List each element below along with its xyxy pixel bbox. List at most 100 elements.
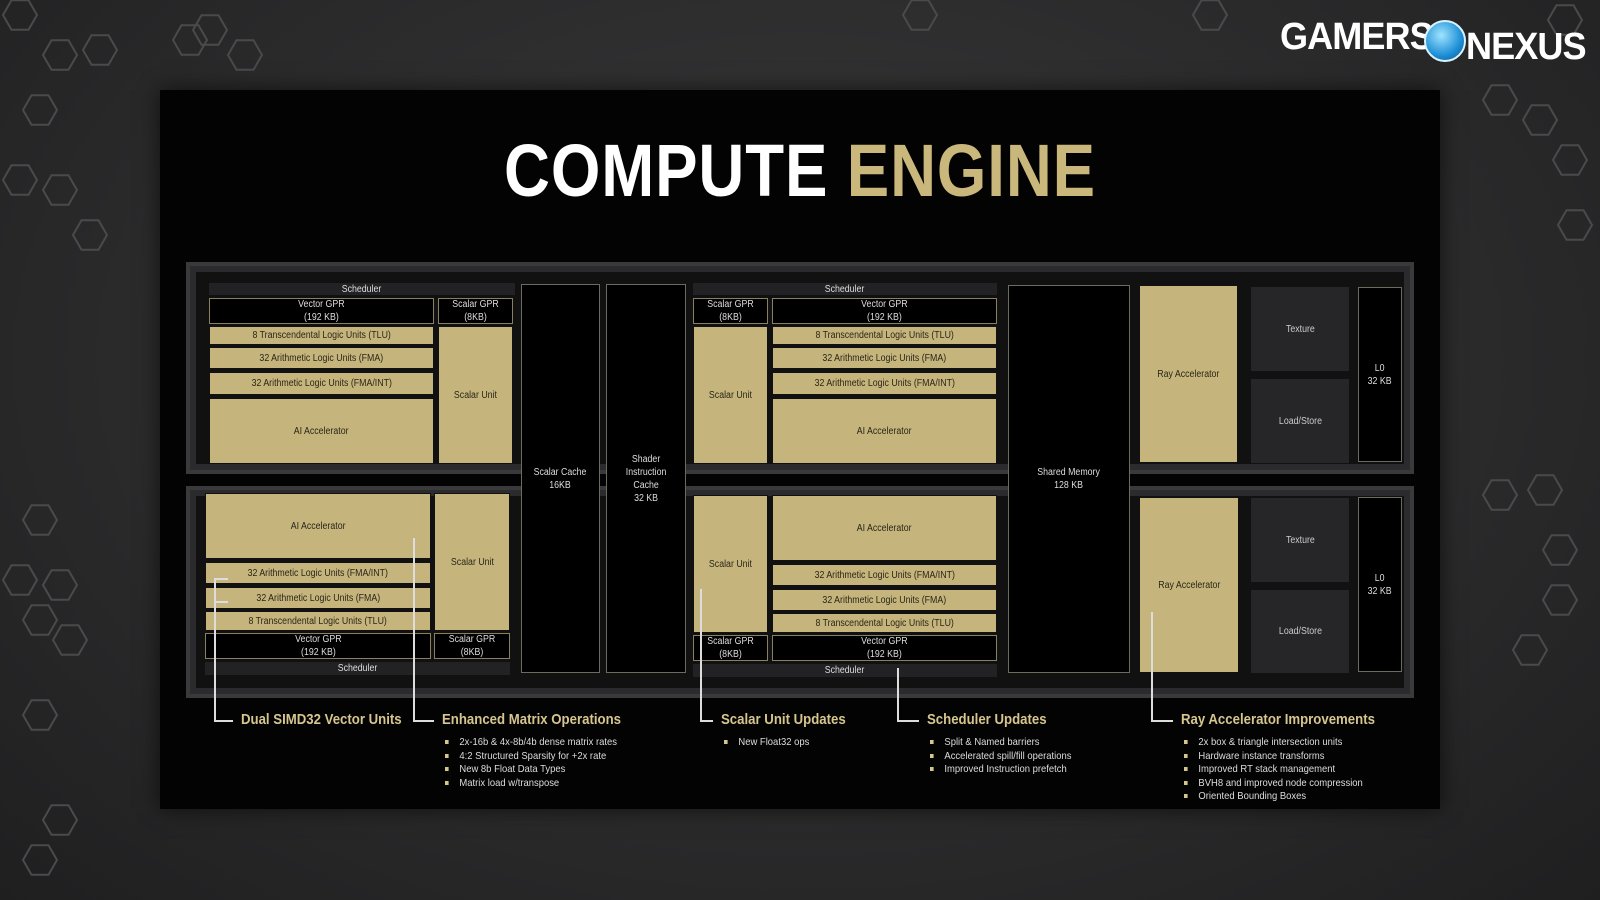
- callout-line: [214, 578, 216, 720]
- load-store-bottom: Load/Store: [1251, 590, 1349, 673]
- callout-tick: [214, 601, 228, 603]
- scalar-unit-top-right: Scalar Unit: [693, 326, 768, 464]
- shared-memory: Shared Memory 128 KB: [1008, 285, 1130, 673]
- scalar-gpr-top-right: Scalar GPR (8KB): [693, 298, 768, 324]
- tlu-bottom-right: 8 Transcendental Logic Units (TLU): [772, 613, 997, 633]
- gamers-nexus-logo: GAMERS NEXUS: [1280, 14, 1587, 70]
- hexagon-shape: [1, 0, 39, 31]
- block-label: Scalar GPR (8KB): [707, 299, 754, 323]
- hexagon-shape: [21, 844, 59, 876]
- block-label: 8 Transcendental Logic Units (TLU): [815, 330, 954, 341]
- fma-top-left: 32 Arithmetic Logic Units (FMA): [209, 347, 434, 369]
- callout-line: [1151, 720, 1173, 722]
- block-label: Texture: [1285, 534, 1315, 546]
- callout-bullets: New Float32 ops: [724, 736, 819, 750]
- vector-gpr-top-left: Vector GPR (192 KB): [209, 298, 434, 324]
- callout-line: [413, 538, 415, 720]
- fma-top-right: 32 Arithmetic Logic Units (FMA): [772, 347, 997, 369]
- block-label: Scalar GPR (8KB): [448, 634, 496, 658]
- block-label: L0 32 KB: [1368, 362, 1392, 387]
- hexagon-shape: [41, 39, 79, 71]
- bullet-item: BVH8 and improved node compression: [1184, 777, 1363, 791]
- fma-bottom-right: 32 Arithmetic Logic Units (FMA): [772, 589, 997, 611]
- vector-gpr-top-right: Vector GPR (192 KB): [772, 298, 997, 324]
- block-label: 32 Arithmetic Logic Units (FMA): [822, 594, 947, 606]
- hexagon-shape: [21, 604, 59, 636]
- hexagon-shape: [1511, 634, 1549, 666]
- block-label: Load/Store: [1278, 415, 1322, 427]
- block-label: Ray Accelerator: [1157, 579, 1221, 591]
- callout-heading: Ray Accelerator Improvements: [1181, 711, 1375, 728]
- block-label: Scheduler: [825, 283, 865, 295]
- logo-text-right: NEXUS: [1466, 26, 1587, 68]
- scalar-gpr-top-left: Scalar GPR (8KB): [438, 298, 513, 324]
- bullet-item: Split & Named barriers: [930, 736, 1072, 750]
- callout-line: [413, 720, 434, 722]
- hexagon-shape: [1541, 534, 1579, 566]
- callout-heading: Enhanced Matrix Operations: [442, 711, 621, 728]
- hexagon-shape: [21, 504, 59, 536]
- bullet-item: Hardware instance transforms: [1184, 750, 1363, 764]
- fma-bottom-left: 32 Arithmetic Logic Units (FMA): [205, 587, 431, 609]
- block-label: Ray Accelerator: [1157, 368, 1220, 380]
- scheduler-bottom-right: Scheduler: [693, 664, 997, 677]
- ai-accelerator-top-right: AI Accelerator: [772, 398, 997, 464]
- hexagon-shape: [226, 39, 264, 71]
- hexagon-shape: [1551, 144, 1589, 176]
- block-label: 8 Transcendental Logic Units (TLU): [248, 615, 388, 627]
- l0-cache-bottom: L0 32 KB: [1358, 497, 1402, 672]
- hexagon-shape: [81, 34, 119, 66]
- block-label: 32 Arithmetic Logic Units (FMA): [256, 592, 380, 604]
- block-label: 8 Transcendental Logic Units (TLU): [815, 617, 954, 629]
- load-store-top: Load/Store: [1251, 379, 1349, 463]
- hexagon-shape: [191, 14, 229, 46]
- scheduler-top-right: Scheduler: [693, 283, 997, 295]
- title-white: COMPUTE: [504, 129, 829, 212]
- hexagon-shape: [171, 24, 209, 56]
- title-gold: ENGINE: [846, 129, 1096, 212]
- scalar-unit-bottom-right: Scalar Unit: [693, 495, 768, 633]
- bullet-item: Improved Instruction prefetch: [930, 763, 1072, 777]
- fma-int-bottom-left: 32 Arithmetic Logic Units (FMA/INT): [205, 562, 431, 584]
- block-label: AI Accelerator: [857, 522, 912, 534]
- scalar-cache: Scalar Cache 16KB: [521, 284, 600, 673]
- block-label: 32 Arithmetic Logic Units (FMA/INT): [247, 567, 389, 579]
- callout-heading: Dual SIMD32 Vector Units: [241, 711, 402, 728]
- bullet-item: New 8b Float Data Types: [445, 763, 617, 777]
- block-label: 32 Arithmetic Logic Units (FMA/INT): [814, 569, 955, 581]
- hexagon-shape: [41, 569, 79, 601]
- block-label: Vector GPR (192 KB): [294, 634, 342, 658]
- callout-line: [897, 668, 899, 720]
- block-label: Shared Memory 128 KB: [1037, 467, 1101, 491]
- hexagon-shape: [1526, 474, 1564, 506]
- block-label: Vector GPR (192 KB): [861, 636, 908, 660]
- scheduler-top-left: Scheduler: [209, 283, 515, 295]
- block-label: Scalar GPR (8KB): [707, 636, 754, 660]
- hexagon-shape: [1481, 84, 1519, 116]
- block-label: 32 Arithmetic Logic Units (FMA): [822, 352, 947, 364]
- texture-bottom: Texture: [1251, 498, 1349, 582]
- callout-heading: Scalar Unit Updates: [721, 711, 846, 728]
- block-label: 32 Arithmetic Logic Units (FMA): [259, 352, 384, 364]
- callout-line: [1151, 612, 1153, 720]
- block-label: 32 Arithmetic Logic Units (FMA/INT): [814, 378, 955, 389]
- hexagon-shape: [1, 564, 39, 596]
- texture-top: Texture: [1251, 287, 1349, 371]
- bullet-item: Oriented Bounding Boxes: [1184, 790, 1363, 804]
- block-label: AI Accelerator: [290, 520, 346, 532]
- ray-accelerator-top: Ray Accelerator: [1139, 285, 1238, 463]
- block-label: Scheduler: [337, 663, 378, 674]
- shader-instruction-cache: Shader Instruction Cache 32 KB: [606, 284, 686, 673]
- bullet-item: Improved RT stack management: [1184, 763, 1363, 777]
- hexagon-shape: [1546, 4, 1584, 36]
- block-label: AI Accelerator: [294, 425, 349, 437]
- bullet-item: 4:2 Structured Sparsity for +2x rate: [445, 750, 617, 764]
- scalar-gpr-bottom-right: Scalar GPR (8KB): [693, 635, 768, 661]
- vector-gpr-bottom-right: Vector GPR (192 KB): [772, 635, 997, 661]
- block-label: Scalar Unit: [450, 556, 494, 568]
- callout-tick: [214, 578, 228, 580]
- block-label: Texture: [1285, 323, 1315, 335]
- block-label: Vector GPR (192 KB): [861, 299, 908, 323]
